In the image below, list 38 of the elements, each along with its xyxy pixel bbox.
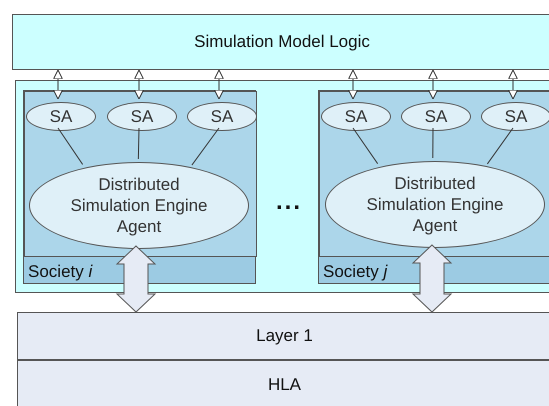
agent-ellipse	[321, 102, 391, 131]
ellipsis-label: ...	[276, 188, 302, 216]
arrow	[348, 70, 358, 100]
layer-box	[12, 14, 549, 70]
agent-label: Distributed Simulation Engine Agent	[69, 174, 209, 238]
agent-ellipse	[481, 102, 549, 131]
agent-ellipse	[187, 102, 257, 131]
connector-line	[352, 128, 378, 164]
connector-line	[138, 128, 140, 160]
arrow	[214, 70, 224, 100]
arrow	[428, 70, 438, 100]
block-arrow	[412, 244, 452, 313]
connector-line	[58, 128, 84, 165]
panel-background	[15, 80, 549, 293]
society-label: Society j	[323, 262, 388, 282]
society-box	[23, 90, 256, 284]
connector-line	[486, 128, 514, 164]
layer-box	[17, 312, 549, 360]
agent-label: SA	[130, 106, 154, 128]
arrow	[508, 70, 518, 100]
arrow	[53, 70, 63, 100]
agent-label: SA	[504, 106, 528, 128]
arrow	[134, 70, 144, 100]
agent-label: SA	[344, 106, 368, 128]
agent-label: SA	[424, 106, 448, 128]
agent-label: SA	[210, 106, 234, 128]
layer-title: Simulation Model Logic	[193, 32, 371, 52]
agent-label: Distributed Simulation Engine Agent	[365, 172, 505, 236]
container-box	[24, 91, 257, 257]
agent-ellipse	[26, 102, 96, 131]
layer-title: Layer 1	[255, 326, 314, 346]
layer-title: HLA	[266, 375, 302, 395]
agent-label: SA	[48, 106, 74, 128]
society-label: Society i	[28, 262, 92, 282]
connector-line	[191, 128, 220, 166]
block-arrow	[116, 245, 156, 313]
layer-box	[17, 360, 549, 406]
connector-line	[432, 128, 434, 158]
